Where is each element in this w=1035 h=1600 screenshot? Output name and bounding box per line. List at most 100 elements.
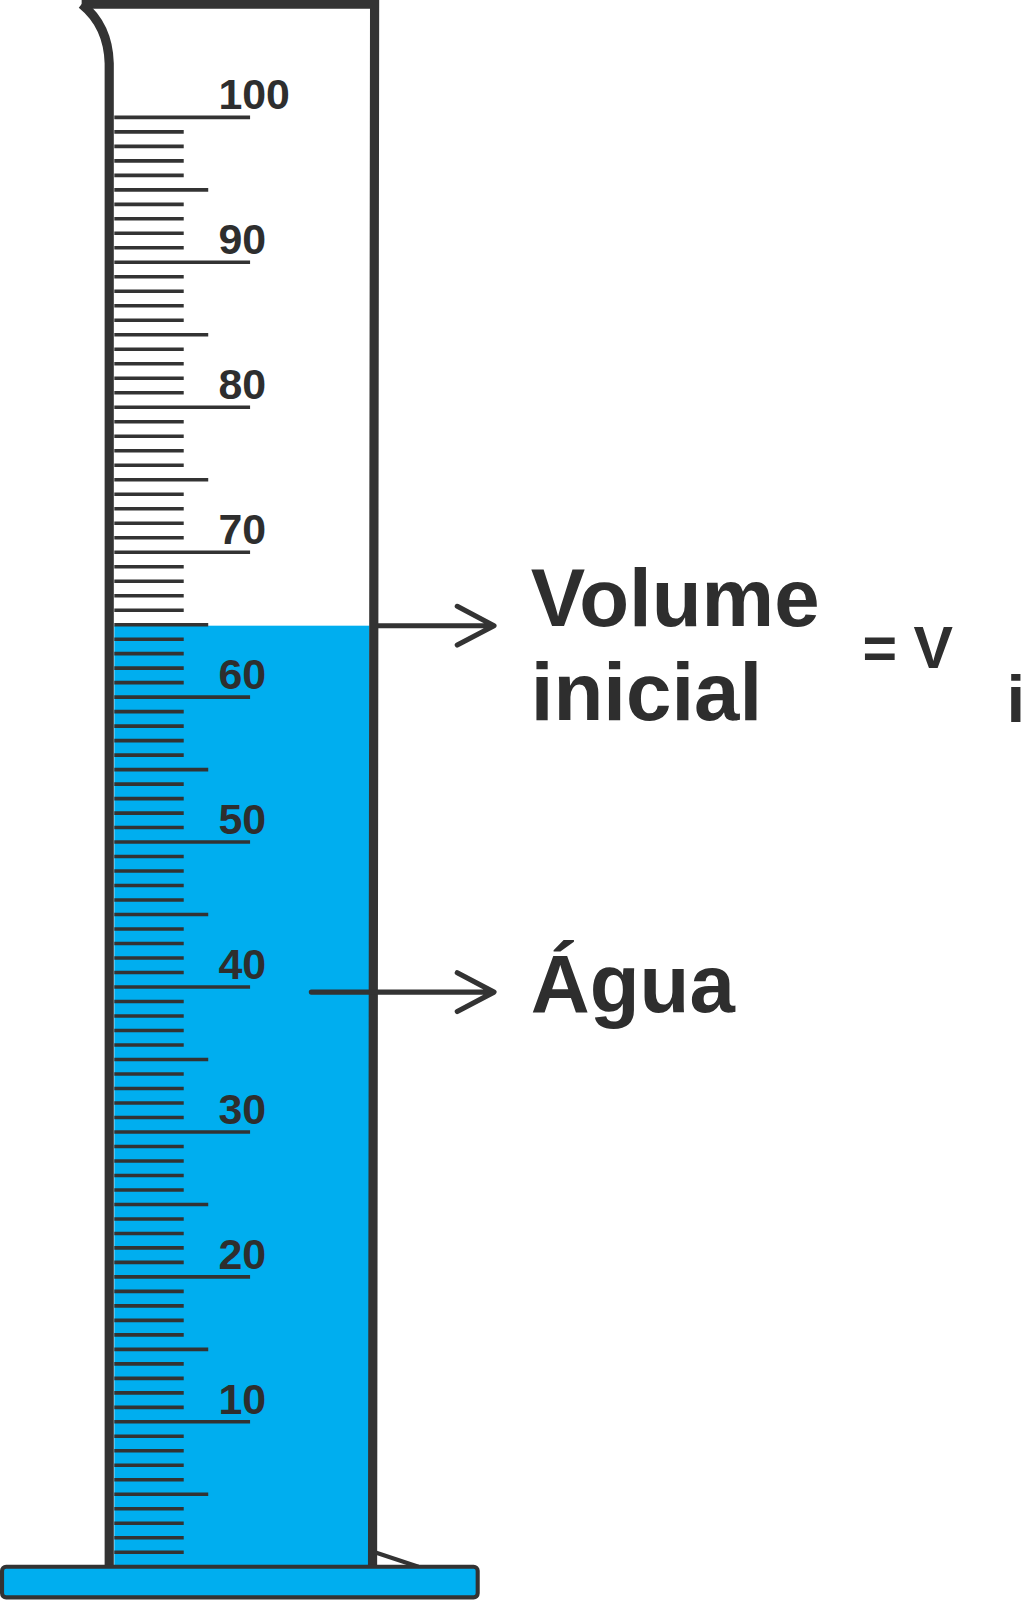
scale-tick (114, 536, 183, 540)
scale-tick (114, 1333, 183, 1337)
scale-tick (114, 203, 183, 207)
leader-arrows (311, 606, 494, 1011)
scale-tick (114, 1348, 208, 1352)
scale-tick (114, 521, 183, 525)
leader-arrow (378, 606, 494, 645)
scale-tick (114, 1449, 183, 1453)
scale-number: 30 (218, 1086, 266, 1133)
water (114, 626, 369, 1567)
scale-tick (114, 594, 183, 598)
scale-tick (114, 623, 208, 627)
scale-number: 10 (218, 1376, 266, 1423)
scale-tick (114, 1246, 183, 1250)
scale-tick (114, 1304, 183, 1308)
scale-tick (114, 1406, 183, 1410)
scale-tick (114, 145, 183, 149)
scale-tick (114, 1203, 208, 1207)
scale-tick (114, 681, 183, 685)
scale-tick (114, 1145, 183, 1149)
scale-tick (114, 1087, 183, 1091)
scale-tick (114, 217, 183, 221)
cylinder-foot (373, 1551, 419, 1566)
scale-tick (114, 319, 183, 323)
scale-number: 80 (218, 361, 266, 408)
scale-tick (114, 478, 208, 482)
scale-tick (114, 1217, 183, 1221)
scale-tick (114, 507, 183, 511)
scale-tick (114, 333, 208, 337)
volume-symbol: = V (862, 614, 953, 679)
scale-tick (114, 1550, 183, 1554)
scale-tick (114, 1493, 208, 1497)
scale-tick (114, 420, 183, 424)
scale-tick (114, 1000, 183, 1004)
scale-number: 50 (218, 796, 266, 843)
scale-tick (114, 927, 183, 931)
scale-tick (114, 1536, 183, 1540)
scale-tick (114, 492, 183, 496)
scale-tick (114, 579, 183, 583)
scale-tick (114, 1478, 183, 1482)
scale-number: 90 (218, 216, 266, 263)
scale-tick (114, 1043, 183, 1047)
scale-tick (114, 811, 183, 815)
scale-tick (114, 753, 183, 757)
scale-tick (114, 1232, 183, 1236)
scale-tick (114, 869, 183, 873)
scale-tick (114, 608, 183, 612)
scale-tick (114, 913, 208, 917)
scale-tick (114, 1058, 208, 1062)
scale-number: 70 (218, 506, 266, 553)
scale-tick (114, 884, 183, 888)
scale-tick (114, 797, 183, 801)
cylinder-wall (82, 4, 110, 1567)
scale-tick (114, 1290, 183, 1294)
scale-tick (114, 956, 183, 960)
scale-tick (114, 1464, 183, 1468)
scale-tick (114, 710, 183, 714)
scale-tick (114, 724, 183, 728)
scale-tick (114, 130, 183, 134)
scale-tick (114, 304, 183, 308)
scale-tick (114, 188, 208, 192)
scale-tick (114, 826, 183, 830)
scale-tick (114, 971, 183, 975)
scale-tick (114, 637, 183, 641)
scale-tick (114, 782, 183, 786)
scale-tick (114, 1188, 183, 1192)
scale-tick (114, 232, 183, 236)
scale-tick (114, 1507, 183, 1511)
scale-tick (114, 463, 183, 467)
scale-tick (114, 768, 208, 772)
scale-tick (114, 434, 183, 438)
scale-tick (114, 376, 183, 380)
scale-number: 40 (218, 941, 266, 988)
scale-tick (114, 362, 183, 366)
scale-tick (114, 275, 183, 279)
scale-tick (114, 290, 183, 294)
scale-tick (114, 1159, 183, 1163)
scale-tick (114, 565, 183, 569)
scale-tick (114, 1319, 183, 1323)
scale-tick (114, 666, 183, 670)
scale-tick (114, 1377, 183, 1381)
scale-tick (114, 1174, 183, 1178)
scale-tick (114, 898, 183, 902)
scale-tick (114, 1391, 183, 1395)
scale-tick (114, 391, 183, 395)
scale-tick (114, 652, 183, 656)
scale-tick (114, 1522, 183, 1526)
scale-tick (114, 174, 183, 178)
cylinder-base (2, 1567, 478, 1598)
scale-tick (114, 159, 183, 163)
scale-number: 60 (218, 651, 266, 698)
subscript: i (1006, 661, 1025, 735)
scale-tick (114, 449, 183, 453)
scale-tick (114, 1116, 183, 1120)
scale-tick (114, 942, 183, 946)
scale-tick (114, 739, 183, 743)
scale-tick (114, 347, 183, 351)
scale-number: 100 (218, 71, 290, 118)
